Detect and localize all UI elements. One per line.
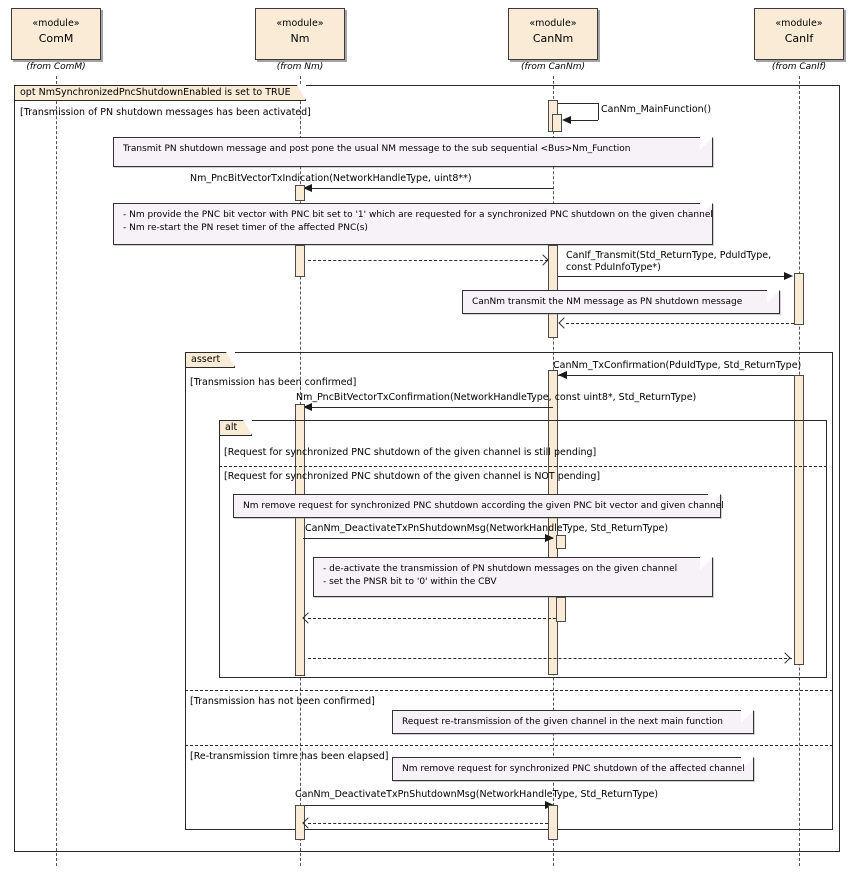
activation-canif-1 bbox=[794, 273, 804, 325]
messageline-deactivate-2-return bbox=[308, 823, 548, 824]
activation-nm-2 bbox=[295, 245, 305, 277]
note-nm-remove-request: Nm remove request for synchronized PNC s… bbox=[233, 494, 724, 518]
note-nm-remove-affected-channel: Nm remove request for synchronized PNC s… bbox=[392, 757, 754, 781]
lifeline-name: Nm bbox=[290, 32, 310, 45]
activation-cannm-main-nested bbox=[552, 114, 562, 132]
message-canif-transmit-line2: const PduInfoType*) bbox=[566, 262, 661, 273]
lifeline-from-nm: (from Nm) bbox=[276, 62, 324, 72]
guard-assert-confirmed: [Transmission has been confirmed] bbox=[190, 377, 357, 388]
fragment-assert[interactable]: assert bbox=[185, 352, 833, 830]
note-request-retransmission: Request re-transmission of the given cha… bbox=[392, 710, 754, 734]
note-line: Nm remove request for synchronized PNC s… bbox=[402, 764, 745, 774]
messageline-deactivate-return bbox=[308, 618, 556, 619]
activation-nm-1 bbox=[295, 185, 305, 201]
assert-divider-2 bbox=[185, 745, 833, 746]
guard-opt: [Transmission of PN shutdown messages ha… bbox=[20, 107, 311, 118]
messageline-canif-return bbox=[566, 323, 794, 324]
lifeline-head-canif[interactable]: «module» CanIf bbox=[754, 8, 844, 60]
lifeline-name: CanIf bbox=[784, 32, 814, 45]
guard-assert-timer-elapsed: [Re-transmission timre has been elapsed] bbox=[190, 751, 389, 762]
assert-divider-1 bbox=[185, 690, 833, 691]
note-transmit-pn-shutdown: Transmit PN shutdown message and post po… bbox=[113, 137, 713, 167]
lifeline-head-cannm[interactable]: «module» CanNm bbox=[508, 8, 598, 60]
activation-nm-3 bbox=[295, 404, 305, 676]
note-line: - de-activate the transmission of PN shu… bbox=[323, 564, 678, 574]
lifeline-name: CanNm bbox=[532, 32, 574, 45]
note-line: Nm remove request for synchronized PNC s… bbox=[243, 501, 724, 511]
selfcall-arrowhead bbox=[562, 116, 571, 124]
messageline-nm-to-canif bbox=[308, 658, 792, 659]
guard-assert-not-confirmed: [Transmission has not been confirmed] bbox=[190, 696, 375, 707]
note-deactivate-transmission: - de-activate the transmission of PN shu… bbox=[313, 557, 713, 597]
note-line: - Nm re-start the PN reset timer of the … bbox=[123, 223, 368, 233]
fragment-opt[interactable]: opt NmSynchronizedPncShutdownEnabled is … bbox=[14, 85, 840, 852]
note-line: CanNm transmit the NM message as PN shut… bbox=[472, 297, 743, 307]
selfcall-right bbox=[598, 103, 599, 120]
note-line: - Nm provide the PNC bit vector with PNC… bbox=[123, 210, 713, 220]
lifeline-stereotype: «module» bbox=[276, 18, 324, 29]
arrowhead-txconfirmation bbox=[558, 371, 567, 379]
lifeline-stereotype: «module» bbox=[32, 18, 80, 29]
message-cannm-txconfirmation: CanNm_TxConfirmation(PduIdType, Std_Retu… bbox=[553, 360, 802, 371]
lifeline-name: ComM bbox=[38, 32, 74, 45]
messageline-deactivate-2 bbox=[300, 805, 553, 806]
note-line: - set the PNSR bit to '0' within the CBV bbox=[323, 577, 497, 587]
message-canif-transmit-line1: CanIf_Transmit(Std_ReturnType, PduIdType… bbox=[566, 250, 772, 261]
activation-nm-4 bbox=[295, 805, 305, 840]
messageline-pncbitvector-txconfirmation bbox=[303, 407, 553, 408]
lifeline-stereotype: «module» bbox=[775, 18, 823, 29]
lifeline-from-comm: (from ComM) bbox=[26, 62, 86, 72]
guard-alt-not-pending: [Request for synchronized PNC shutdown o… bbox=[224, 471, 601, 482]
lifeline-from-cannm: (from CanNm) bbox=[520, 62, 586, 72]
arrowhead-deactivate-1 bbox=[545, 534, 554, 542]
selfcall-top bbox=[558, 103, 598, 104]
alt-divider bbox=[219, 466, 827, 467]
fragment-alt-tag: alt bbox=[220, 420, 253, 436]
lifeline-stereotype: «module» bbox=[529, 18, 577, 29]
messageline-nm-return bbox=[308, 260, 548, 261]
messageline-txconfirmation bbox=[558, 375, 794, 376]
messageline-deactivate-1 bbox=[303, 538, 553, 539]
messageline-canif-transmit bbox=[558, 276, 790, 277]
fragment-alt[interactable]: alt bbox=[219, 420, 827, 678]
activation-cannm-4 bbox=[556, 597, 566, 622]
lifeline-head-nm[interactable]: «module» Nm bbox=[255, 8, 345, 60]
selfcall-bottom bbox=[571, 120, 598, 121]
fragment-opt-tag: opt NmSynchronizedPncShutdownEnabled is … bbox=[15, 85, 306, 101]
message-cannm-deactivate-1: CanNm_DeactivateTxPnShutdownMsg(NetworkH… bbox=[305, 523, 669, 534]
activation-cannm-3 bbox=[556, 535, 566, 549]
arrowhead-pncbitvector-txconfirmation bbox=[303, 403, 312, 411]
lifeline-comm bbox=[56, 76, 57, 866]
guard-alt-pending: [Request for synchronized PNC shutdown o… bbox=[224, 447, 597, 458]
note-line: Transmit PN shutdown message and post po… bbox=[123, 144, 631, 154]
activation-cannm-5 bbox=[548, 805, 558, 840]
fragment-assert-tag: assert bbox=[186, 352, 236, 368]
lifeline-head-comm[interactable]: «module» ComM bbox=[11, 8, 101, 60]
message-cannm-mainfunction: CanNm_MainFunction() bbox=[601, 104, 712, 115]
arrowhead-canif-transmit bbox=[784, 272, 793, 280]
note-cannm-transmit-nm: CanNm transmit the NM message as PN shut… bbox=[462, 290, 780, 314]
arrowhead-txindication bbox=[303, 184, 312, 192]
message-cannm-deactivate-2: CanNm_DeactivateTxPnShutdownMsg(NetworkH… bbox=[295, 789, 659, 800]
note-line: Request re-transmission of the given cha… bbox=[402, 717, 723, 727]
note-nm-provide-pnc: - Nm provide the PNC bit vector with PNC… bbox=[113, 203, 713, 245]
message-nm-pncbitvector-txconfirmation: Nm_PncBitVectorTxConfirmation(NetworkHan… bbox=[296, 392, 697, 403]
message-nm-pncbitvector-txindication: Nm_PncBitVectorTxIndication(NetworkHandl… bbox=[190, 173, 472, 184]
messageline-txindication bbox=[303, 188, 553, 189]
activation-canif-2 bbox=[794, 375, 804, 665]
activation-cannm-2 bbox=[548, 370, 558, 675]
lifeline-from-canif: (from CanIf) bbox=[771, 62, 827, 72]
